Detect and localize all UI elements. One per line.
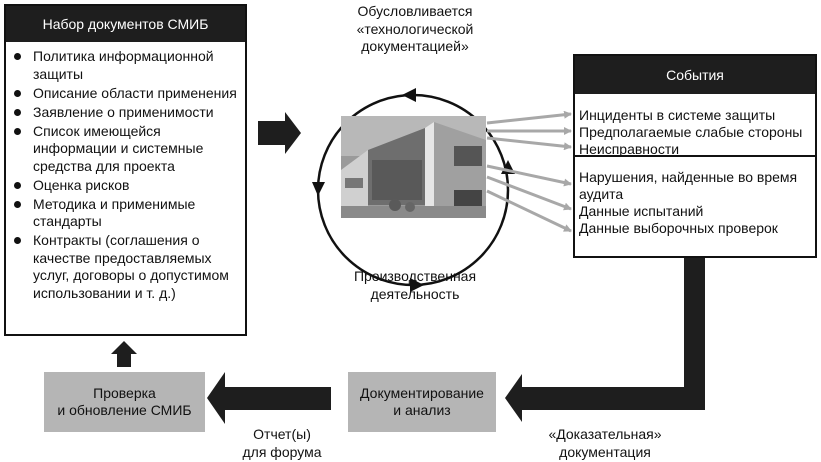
office-building-photo xyxy=(341,116,486,218)
list-item: Заявление о применимости xyxy=(14,104,239,122)
event-arrow-6 xyxy=(486,189,572,233)
bullet-icon xyxy=(14,200,21,208)
bullet-icon xyxy=(14,127,21,135)
event-arrows xyxy=(486,110,572,233)
list-item: Оценка рисков xyxy=(14,177,239,195)
event-arrow-4 xyxy=(486,164,572,187)
event-item: Данные испытаний xyxy=(579,203,704,219)
events-box: События Инциденты в системе защиты Предп… xyxy=(573,54,817,258)
analysis-box: Документирование и анализ xyxy=(348,372,496,432)
list-item: Список имеющейся информации и системные … xyxy=(14,123,239,176)
evidence-arrow xyxy=(505,257,705,422)
cycle-bottom-label: Производственная деятельность xyxy=(353,268,477,302)
event-item: Предполагаемые слабые стороны xyxy=(579,124,803,140)
cycle-arrowhead-bottom xyxy=(410,278,424,292)
bullet-icon xyxy=(14,181,21,189)
events-group-incidents: Инциденты в системе защиты Предполагаемы… xyxy=(575,94,815,157)
list-item: Контракты (соглашения о качестве предост… xyxy=(14,232,239,302)
event-arrow-3 xyxy=(486,136,572,151)
list-item: Методика и применимые стандарты xyxy=(14,196,239,231)
cycle-top-label: Обусловливается «технологической докумен… xyxy=(356,3,474,54)
list-item: Описание области применения xyxy=(14,85,239,103)
event-arrow-5 xyxy=(486,175,572,211)
events-box-title: События xyxy=(575,56,815,94)
bullet-icon xyxy=(14,108,21,116)
report-label: Отчет(ы) для форума xyxy=(242,426,322,460)
feedback-arrow xyxy=(111,341,137,367)
event-item: Нарушения, найденные во время xyxy=(579,169,798,185)
event-item: Неисправности xyxy=(579,141,680,157)
documents-box: Набор документов СМИБ Политика информаци… xyxy=(4,4,247,336)
review-box: Проверка и обновление СМИБ xyxy=(44,372,205,432)
bullet-icon xyxy=(14,53,21,60)
input-arrow xyxy=(258,112,301,154)
report-arrow xyxy=(207,372,331,424)
bullet-icon xyxy=(14,237,21,244)
evidence-label: «Доказательная» документация xyxy=(548,426,662,460)
event-item: аудита xyxy=(579,186,624,202)
documents-list: Политика информационной защиты Описание … xyxy=(6,42,245,302)
event-arrow-1 xyxy=(486,110,572,125)
cycle-arrowhead-top xyxy=(402,88,416,102)
bullet-icon xyxy=(14,89,21,97)
cycle-arrowhead-left xyxy=(312,182,325,196)
events-group-audit: Нарушения, найденные во время аудита Дан… xyxy=(575,157,815,237)
documents-box-title: Набор документов СМИБ xyxy=(6,6,245,42)
event-item: Инциденты в системе защиты xyxy=(579,107,776,123)
event-item: Данные выборочных проверок xyxy=(579,220,778,236)
list-item: Политика информационной защиты xyxy=(14,48,239,83)
